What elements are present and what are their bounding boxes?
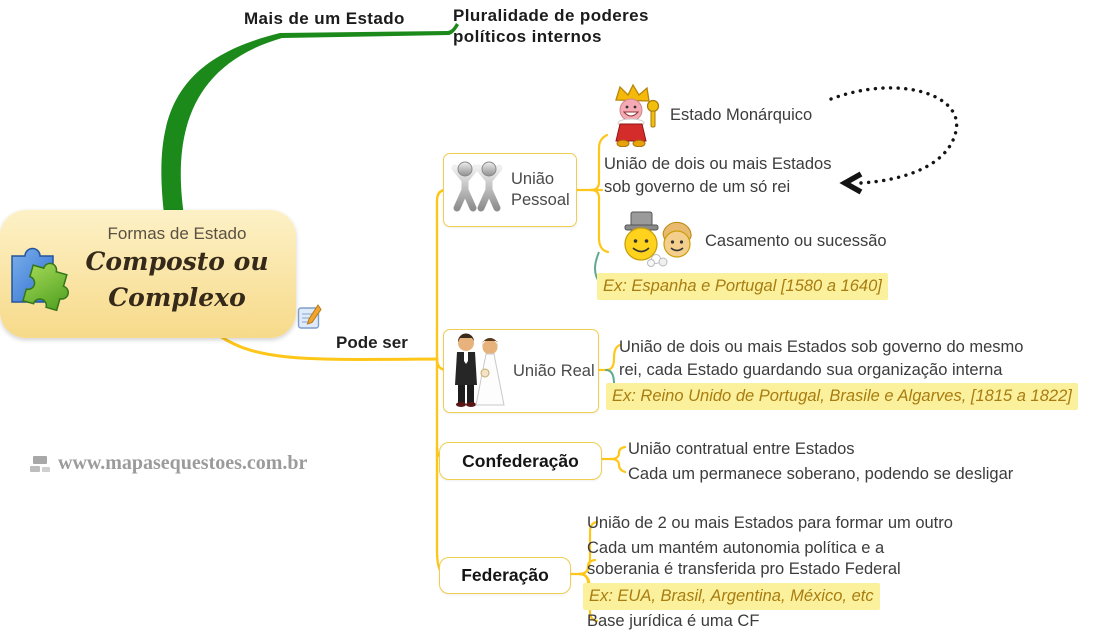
annotation-pluralidade-line1[interactable]: Pluralidade de poderes xyxy=(453,6,649,25)
node-uniao-real[interactable]: União Real xyxy=(443,329,599,413)
note-icon[interactable] xyxy=(297,303,323,331)
dotted-arrow xyxy=(829,86,959,185)
edge-label-pode-ser: Pode ser xyxy=(336,333,408,352)
root-title-line2: Complexo xyxy=(108,283,246,312)
uniao-real-label: União Real xyxy=(513,361,595,380)
node-mais-de-um-estado[interactable]: Mais de um Estado xyxy=(244,9,405,28)
node-confederacao[interactable]: Confederação xyxy=(439,442,602,480)
uniao-real-exemplo[interactable]: Ex: Reino Unido de Portugal, Brasile e A… xyxy=(606,383,1078,410)
dotted-arrow-head xyxy=(839,171,863,195)
king-icon xyxy=(615,83,660,147)
confederacao-item1[interactable]: União contratual entre Estados xyxy=(628,440,855,458)
watermark[interactable]: www.mapasequestoes.com.br xyxy=(30,452,307,475)
node-federacao[interactable]: Federação xyxy=(439,557,571,594)
node-casamento[interactable]: Casamento ou sucessão xyxy=(705,232,887,250)
confederacao-item2[interactable]: Cada um permanece soberano, podendo se d… xyxy=(628,465,1014,483)
uniao-pessoal-label-line2: Pessoal xyxy=(511,191,570,209)
green-branch xyxy=(161,23,459,222)
smiley-couple-icon xyxy=(624,211,692,267)
federacao-item1[interactable]: União de 2 ou mais Estados para formar u… xyxy=(587,514,953,532)
uniao-pessoal-desc-line1[interactable]: União de dois ou mais Estados xyxy=(604,155,832,173)
root-title-line1: Composto ou xyxy=(85,247,269,276)
uniao-real-desc-line2[interactable]: rei, cada Estado guardando sua organizaç… xyxy=(619,361,1003,379)
root-supertitle: Formas de Estado xyxy=(107,224,247,243)
uniao-pessoal-exemplo[interactable]: Ex: Espanha e Portugal [1580 a 1640] xyxy=(597,273,888,300)
federacao-label: Federação xyxy=(461,565,549,585)
confederacao-bracket xyxy=(599,445,627,474)
uniao-real-desc-line1[interactable]: União de dois ou mais Estados sob govern… xyxy=(619,338,1024,356)
watermark-text: www.mapasequestoes.com.br xyxy=(58,452,308,474)
uniao-pessoal-label-line1: União xyxy=(511,170,555,188)
federacao-item2-line2[interactable]: soberania é transferida pro Estado Feder… xyxy=(587,560,901,578)
watermark-icon xyxy=(30,455,50,472)
uniao-pessoal-desc-line2[interactable]: sob governo de um só rei xyxy=(604,178,791,196)
bride-groom-icon xyxy=(455,333,505,407)
root-node[interactable]: Formas de Estado Composto ou Complexo xyxy=(0,210,296,338)
silver-figures-icon xyxy=(451,161,503,212)
federacao-item3[interactable]: Base jurídica é uma CF xyxy=(587,612,760,630)
annotation-pluralidade-line2[interactable]: políticos internos xyxy=(453,27,602,46)
federacao-item2-line1[interactable]: Cada um mantém autonomia política e a xyxy=(587,539,885,557)
node-uniao-pessoal[interactable]: União Pessoal xyxy=(443,153,577,227)
federacao-exemplo[interactable]: Ex: EUA, Brasil, Argentina, México, etc xyxy=(583,583,880,610)
node-estado-monarquico[interactable]: Estado Monárquico xyxy=(670,106,813,124)
puzzle-icon xyxy=(11,247,69,312)
confederacao-label: Confederação xyxy=(462,450,579,471)
